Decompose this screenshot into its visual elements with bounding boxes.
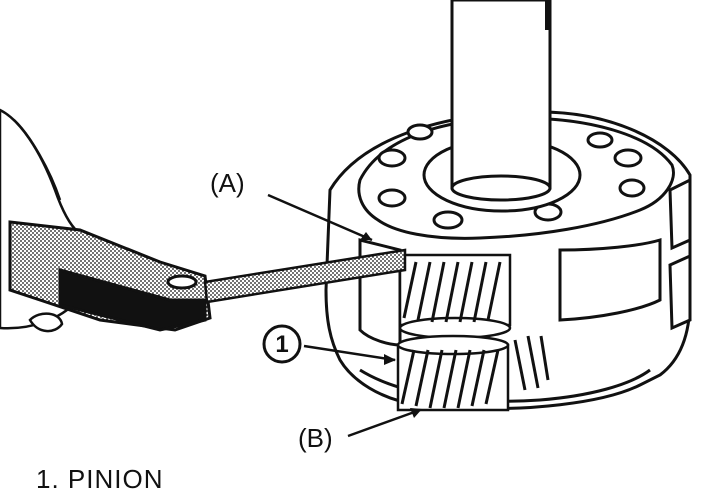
- feeler-gauge-blade: [203, 248, 407, 304]
- label-callout-1: 1: [275, 331, 288, 358]
- caption: 1. PINION: [36, 464, 163, 494]
- label-a: (A): [210, 168, 245, 198]
- leader-1: [303, 344, 396, 362]
- feeler-gauge-handle: [8, 220, 212, 332]
- leader-b: [347, 408, 421, 438]
- leader-lines: [267, 193, 422, 438]
- pinion-gears: [396, 253, 550, 412]
- callout-1-circle: [262, 324, 302, 364]
- label-b: (B): [298, 423, 333, 453]
- leader-a: [267, 193, 373, 242]
- shaft: [450, 0, 552, 202]
